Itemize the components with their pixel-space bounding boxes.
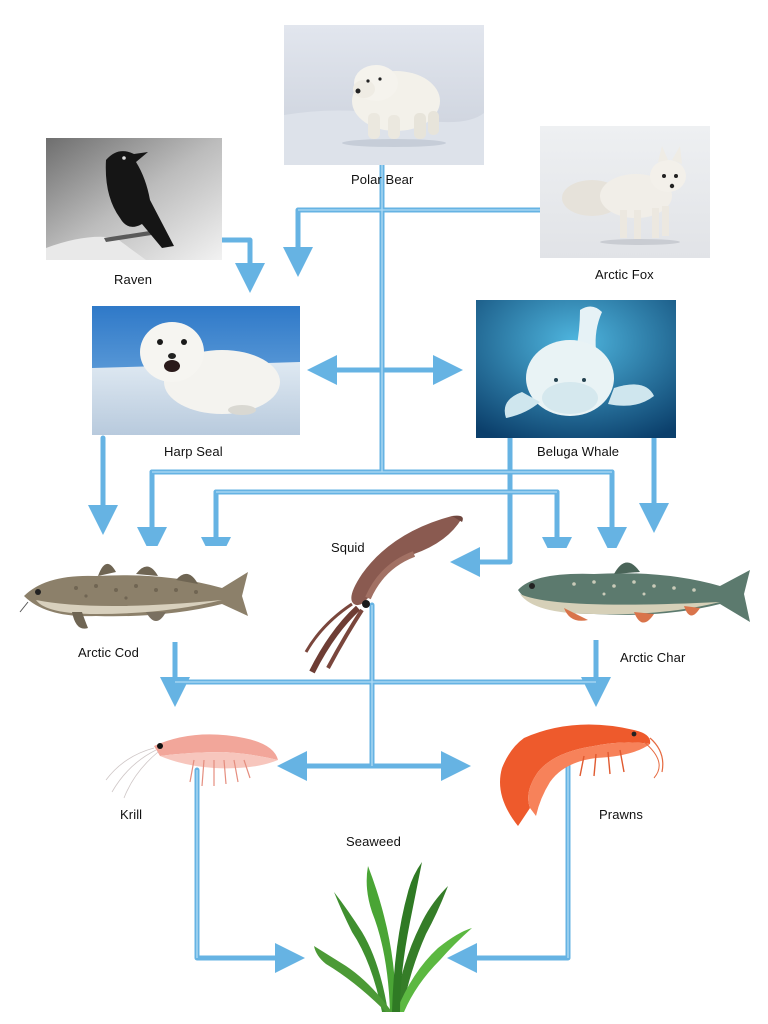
arctic-cod-image xyxy=(16,546,252,642)
label-beluga-whale: Beluga Whale xyxy=(537,444,620,459)
beluga-whale-image xyxy=(476,300,676,438)
arrow-beluga-to-squid xyxy=(450,489,513,577)
seaweed-image xyxy=(312,852,474,1014)
label-prawns: Prawns xyxy=(599,807,643,822)
raven-image xyxy=(46,138,222,260)
polar-bear-image xyxy=(284,25,484,165)
label-arctic-fox: Arctic Fox xyxy=(595,267,654,282)
krill-image xyxy=(104,716,284,800)
label-polar-bear: Polar Bear xyxy=(351,172,414,187)
label-seaweed: Seaweed xyxy=(346,834,401,849)
arctic-char-image xyxy=(514,548,754,640)
arrow-raven-to-seal xyxy=(219,237,265,293)
label-krill: Krill xyxy=(120,807,143,822)
arrow-fox-to-seal xyxy=(283,207,543,277)
label-arctic-cod: Arctic Cod xyxy=(78,645,139,660)
label-squid: Squid xyxy=(331,540,365,555)
label-arctic-char: Arctic Char xyxy=(620,650,686,665)
prawns-image xyxy=(484,712,670,828)
label-harp-seal: Harp Seal xyxy=(164,444,223,459)
arctic-fox-image xyxy=(540,126,710,258)
label-raven: Raven xyxy=(114,272,153,287)
squid-image xyxy=(302,512,468,674)
harp-seal-image xyxy=(92,306,300,435)
